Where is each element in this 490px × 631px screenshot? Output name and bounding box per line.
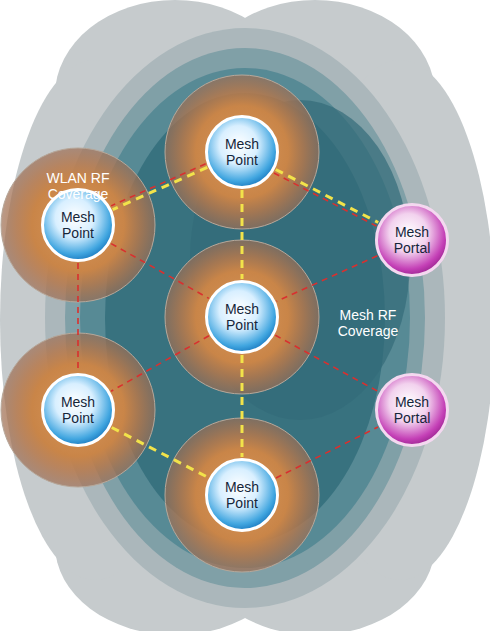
mesh-point: Mesh Point — [204, 114, 280, 190]
node-text: Mesh Point — [213, 136, 271, 168]
mesh-link — [113, 167, 208, 209]
mesh-link — [277, 256, 378, 302]
mesh-link — [276, 427, 378, 478]
node-text: Mesh Point — [213, 301, 271, 333]
mesh-link — [111, 336, 209, 392]
mesh-point: Mesh Point — [204, 457, 280, 533]
node-text: Mesh Point — [49, 209, 107, 241]
mesh-link — [111, 244, 209, 299]
mesh-portal: Mesh Portal — [374, 202, 450, 278]
mesh-link — [275, 335, 378, 392]
mesh-portal: Mesh Portal — [374, 372, 450, 448]
mesh-link — [111, 164, 206, 206]
mesh-link — [112, 427, 209, 477]
node-text: Mesh Portal — [383, 394, 441, 426]
node-text: Mesh Point — [213, 479, 271, 511]
mesh-link — [274, 173, 377, 226]
node-text: Mesh Point — [49, 394, 107, 426]
node-text: Mesh Portal — [383, 224, 441, 256]
coverage-label: WLAN RF Coverage — [38, 170, 118, 202]
mesh-link — [241, 355, 244, 457]
mesh-link — [276, 169, 379, 222]
mesh-point: Mesh Point — [40, 372, 116, 448]
mesh-point: Mesh Point — [204, 279, 280, 355]
mesh-link — [77, 263, 79, 372]
coverage-label: Mesh RF Coverage — [322, 307, 414, 339]
mesh-link — [241, 190, 244, 279]
